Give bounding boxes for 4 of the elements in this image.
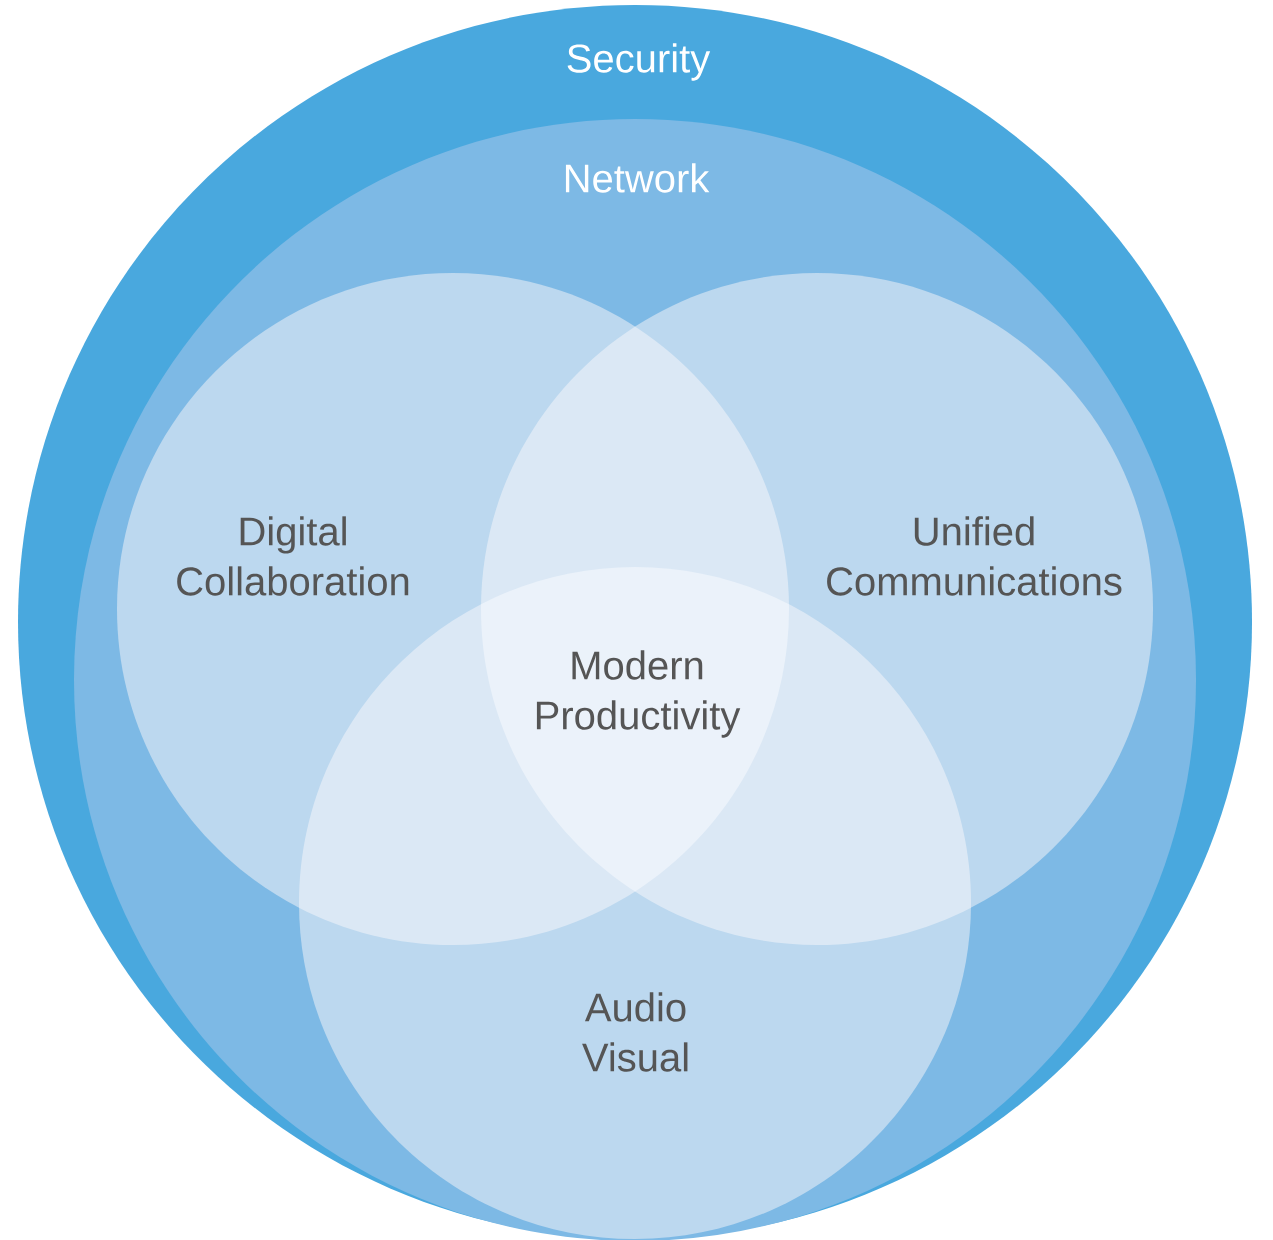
circle-label: Audio Visual <box>582 992 688 1072</box>
center-label: Modern Productivity <box>536 650 741 738</box>
circle-label: Unified Communications <box>827 516 1122 596</box>
circle-label: Digital Collaboration <box>177 516 409 596</box>
